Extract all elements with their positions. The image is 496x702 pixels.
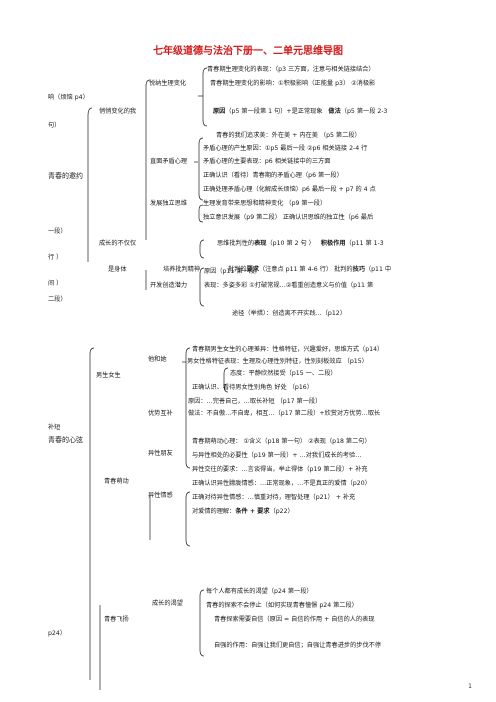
hazy-label: 青春萌动 bbox=[104, 478, 129, 485]
body-change-impact-cont: 响（烦恼 p4） bbox=[48, 94, 89, 101]
gender-l3: 态度：平静欣然接受（p15 一、二段） bbox=[230, 370, 337, 377]
expect-l1: 每个人都有成长的渴望（p24 第一段） bbox=[206, 588, 313, 595]
comp-method: 做法：不自傲…不自卑，相互…（p17 第二段）+欣赏对方优势…取长 bbox=[188, 410, 381, 417]
creative-path: 途径（举措）：创造离不开实践…（p12） bbox=[232, 310, 346, 317]
gender-l4: 正确认识、看待男女性别角色 好处 （p16） bbox=[192, 384, 313, 391]
body-change-reason: 原因（p5 第一段第 1 句）+是正常现象 做法（p5 第一段 2-3 bbox=[213, 108, 388, 115]
critical-l3: 批判的要求（注意点 p11 第 4-6 行） 批判的技巧（p11 中 bbox=[228, 266, 392, 273]
critical-l4: 间 ） bbox=[48, 280, 63, 287]
unit1-root: 青春的邀约 bbox=[48, 172, 83, 180]
friend-l3: 异性交往的要求：…言谈得当，举止得体（p19 第二段）+ 补充 bbox=[192, 466, 368, 473]
creative-reason-line: 原因（p11 第一段） bbox=[204, 268, 262, 275]
page-title: 七年级道德与法治下册一、二单元思维导图 bbox=[153, 46, 343, 57]
comp-method-cont: 补短 bbox=[48, 424, 61, 431]
independent-l1: 生理发育带来思想和精神变化 （p9 第一段） bbox=[203, 200, 327, 207]
independent-l3: 一段） bbox=[48, 228, 67, 235]
comp-label: 优势互补 bbox=[148, 410, 173, 417]
critical-l1: 思维批判性的表现（p10 第 2 句 ） 积极作用（p11 第 1-3 bbox=[217, 240, 384, 247]
grow-label-2: 是身体 bbox=[108, 266, 127, 273]
creative-expression: 表现：多姿多彩 ①打破常规…②看重创造意义与价值（p11 第 bbox=[204, 282, 374, 289]
expect-l2: 青春的探索不会停止（如何实现青春憧憬 p24 第二段） bbox=[206, 602, 358, 609]
grow-label: 成长的不仅仅 bbox=[99, 240, 137, 247]
mind-expression: 矛盾心理的主要表现：p6 相关链接中的三方面 bbox=[203, 158, 331, 165]
gender-l1: 青春期男生女生的心理差异：性格特征，兴趣爱好，思维方式（p14） bbox=[192, 346, 384, 353]
critical-l2: 行 ） bbox=[48, 254, 63, 261]
body-change-expression: 青春期生理变化的表现：（p3 三方面，注意与相关链接结合） bbox=[207, 66, 375, 73]
mind-handle: 正确处理矛盾心理（化解成长烦恼）p6 最后一段 + p7 的 4 点 bbox=[203, 186, 376, 193]
body-change-reason-cont: 句） bbox=[48, 122, 61, 129]
creative-label: 开发创造潜力 bbox=[150, 282, 188, 289]
expect-label: 成长的渴望 bbox=[152, 600, 183, 607]
expect-l4: p24） bbox=[48, 630, 66, 637]
comp-reason: 原因：…完善自己，…取长补短 （p17 第一段） bbox=[188, 398, 322, 405]
feeling-l3: 对爱情的理解：条件 + 要求（p22） bbox=[192, 508, 294, 515]
friend-l1: 青春期萌动心理： ①含义（p18 第一句） ②表现（p18 第二句） bbox=[192, 438, 371, 445]
mind-label: 直面矛盾心理 bbox=[150, 158, 188, 165]
quietly-label: 悄悄变化的我 bbox=[99, 108, 137, 115]
feeling-label: 异性情感 bbox=[148, 492, 173, 499]
feeling-l2: 正确对待异性情感：…慎重对待，理智处理（p21） + 补充 bbox=[192, 494, 356, 501]
creative-expression-cont: 二段） bbox=[48, 296, 67, 303]
body-change-impact: 青春期生理变化的影响：①积极影响（正能量 p3） ②消极影 bbox=[210, 80, 376, 87]
body-change-label: 悦纳生理变化 bbox=[149, 80, 187, 87]
page-number: 1 bbox=[468, 683, 472, 690]
feeling-l1: 正确认识异性朦胧情感：…正常现象，…不是真正的爱情（p20） bbox=[192, 480, 371, 487]
unit2-root: 青春的心弦 bbox=[48, 436, 83, 444]
independent-label: 发展独立思维 bbox=[150, 200, 188, 207]
mind-understand: 正确认识（看待）青春期的矛盾心理（p6 第一段） bbox=[203, 172, 343, 179]
expect-l3: 青春探索需要自信（原因 = 自信的作用 + 自信的人的表现 bbox=[214, 616, 375, 623]
critical-label: 培养批判精神 bbox=[163, 266, 201, 273]
gender-label: 男生女生 bbox=[96, 372, 121, 379]
friend-label: 异性朋友 bbox=[148, 450, 173, 457]
gender-sub-label: 他和她 bbox=[148, 356, 167, 363]
gender-l2: 男女性格特征表现：生理及心理性别特征，性别刻板效应 （p15） bbox=[187, 358, 368, 365]
flying-label: 青春飞扬 bbox=[104, 616, 129, 623]
independent-l2: 独立意识发展（p9 第二段） 正确认识思维的独立性（p6 最后 bbox=[203, 214, 374, 221]
expect-l5: 自强的作用：自强让我们更自信；自强让青春进步的步伐不停 bbox=[214, 642, 382, 649]
friend-l2: 与异性相处的必要性（p19 第一段）+ …对我们成长的考验… bbox=[192, 452, 362, 459]
mind-beauty: 青春的我们追求美：外在美 + 内在美 （p5 第二段） bbox=[216, 132, 361, 139]
mind-cause: 矛盾心理的产生原因：①p5 最后一段 ②p6 相关链接 2-4 行 bbox=[203, 145, 368, 152]
